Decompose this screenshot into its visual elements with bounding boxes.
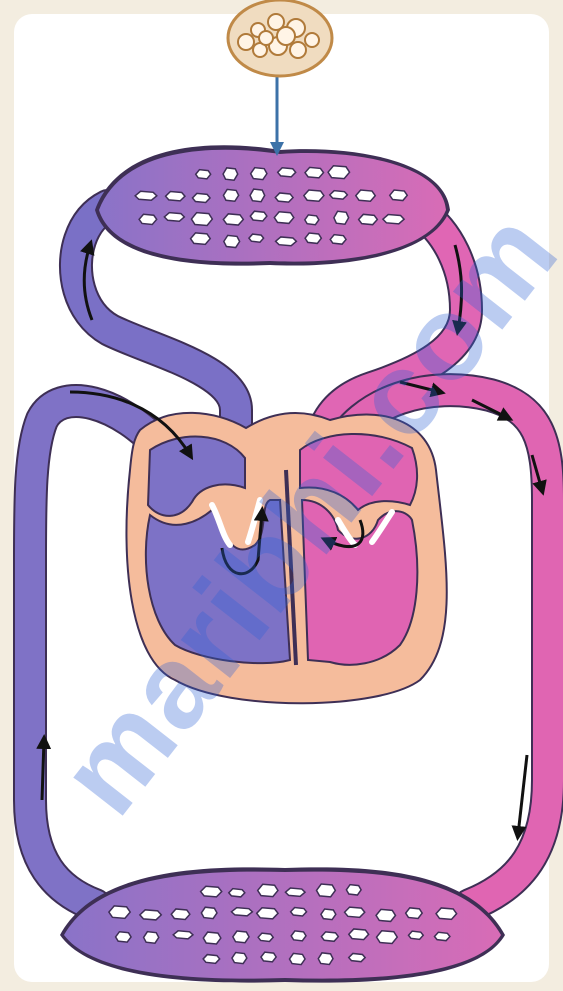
capillary-hole (278, 168, 296, 177)
capillary-hole (109, 906, 130, 918)
capillary-hole (330, 191, 348, 199)
capillary-hole (223, 189, 238, 201)
capillary-hole (274, 212, 293, 224)
capillary-hole (166, 191, 185, 200)
lung-capillary-bed (95, 145, 450, 265)
capillary-hole (116, 932, 131, 942)
capillary-hole (233, 931, 249, 943)
capillary-hole (359, 214, 378, 224)
capillary-hole (191, 233, 211, 244)
capillary-hole (229, 889, 245, 897)
capillary-hole (261, 952, 276, 962)
capillary-hole (144, 932, 159, 944)
capillary-hole (356, 190, 375, 201)
capillary-hole (349, 929, 369, 940)
capillary-hole (346, 885, 361, 895)
capillary-hole (285, 888, 305, 896)
capillary-hole (334, 211, 349, 224)
capillary-hole (304, 190, 324, 201)
capillary-hole (406, 908, 422, 919)
capillary-hole (291, 931, 306, 941)
capillary-hole (201, 886, 222, 897)
capillary-hole (251, 168, 267, 180)
capillary-hole (139, 214, 157, 224)
alveolus (305, 33, 319, 47)
capillary-hole (436, 908, 457, 919)
capillary-hole (276, 237, 297, 246)
capillary-hole (164, 213, 184, 222)
capillary-hole (223, 168, 238, 180)
capillary-hole (345, 907, 365, 917)
capillary-hole (305, 215, 319, 225)
capillary-hole (305, 233, 321, 243)
capillary-hole (249, 234, 264, 242)
capillary-hole (258, 884, 278, 896)
capillary-hole (377, 931, 398, 944)
alveolus (290, 42, 306, 58)
capillary-hole (250, 211, 267, 221)
capillary-hole (203, 932, 221, 944)
capillary-hole (201, 907, 217, 918)
capillary-hole (434, 932, 449, 940)
heart (126, 413, 446, 703)
capillary-hole (318, 953, 333, 965)
capillary-hole (383, 215, 404, 224)
capillary-hole (330, 235, 346, 244)
arrow-vena-up (42, 740, 44, 800)
body-capillary-bed (60, 867, 505, 982)
alveoli-cluster (228, 0, 332, 76)
capillary-hole (192, 193, 210, 202)
capillary-hole (223, 214, 243, 225)
capillary-hole (258, 933, 273, 941)
capillary-hole (321, 932, 338, 941)
capillary-hole (196, 170, 211, 179)
capillary-hole (171, 909, 190, 920)
capillary-hole (390, 190, 408, 200)
alveolus (277, 27, 295, 45)
capillary-hole (321, 909, 336, 920)
capillary-hole (140, 910, 161, 920)
alveolus (238, 34, 254, 50)
capillary-hole (250, 189, 265, 202)
capillary-hole (231, 908, 252, 916)
capillary-hole (349, 953, 365, 961)
capillary-hole (224, 235, 240, 247)
capillary-hole (289, 953, 305, 964)
capillary-hole (257, 908, 278, 919)
capillary-hole (291, 908, 307, 916)
capillary-hole (316, 884, 335, 897)
capillary-hole (305, 167, 323, 177)
capillary-hole (328, 166, 350, 179)
capillary-hole (203, 955, 219, 964)
capillary-hole (173, 931, 193, 939)
capillary-hole (135, 191, 157, 200)
capillary-hole (376, 909, 395, 921)
alveolus (259, 31, 273, 45)
capillary-hole (191, 213, 212, 226)
capillary-hole (275, 193, 293, 202)
capillary-hole (232, 953, 247, 964)
capillary-hole (409, 931, 424, 939)
